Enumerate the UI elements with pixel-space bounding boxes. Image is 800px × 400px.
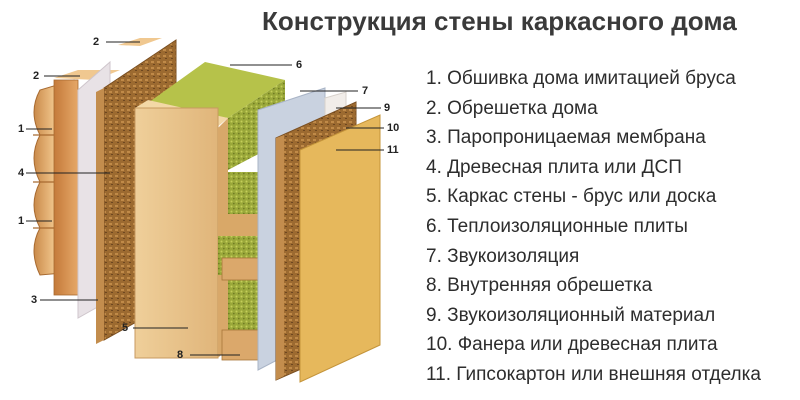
callout-6: 6 xyxy=(296,59,303,71)
callout-1-upper: 1 xyxy=(18,123,25,135)
legend-item: 9. Звукоизоляционный материал xyxy=(426,304,716,326)
callout-9: 9 xyxy=(384,102,391,114)
frame-beam-layer xyxy=(134,100,262,359)
callout-4: 4 xyxy=(18,167,25,179)
wall-layers-illustration xyxy=(26,38,384,383)
diagram-title: Конструкция стены каркасного дома xyxy=(262,6,737,36)
callout-2-top: 2 xyxy=(93,36,100,48)
callout-3: 3 xyxy=(31,294,38,306)
legend-item: 3. Паропроницаемая мембрана xyxy=(426,127,706,149)
callout-8: 8 xyxy=(177,349,184,361)
legend-item: 4. Древесная плита или ДСП xyxy=(426,156,682,178)
legend-item: 11. Гипсокартон или внешняя отделка xyxy=(426,363,761,385)
legend-item: 8. Внутренняя обрешетка xyxy=(426,275,653,297)
legend-item: 1. Обшивка дома имитацией бруса xyxy=(426,68,736,89)
callout-10: 10 xyxy=(387,122,400,134)
legend-item: 7. Звукоизоляция xyxy=(426,245,580,267)
legend-item: 6. Теплоизоляционные плиты xyxy=(426,215,688,237)
legend-item: 5. Каркас стены - брус или доска xyxy=(426,186,717,208)
callout-leader-lines xyxy=(26,41,384,356)
callout-11: 11 xyxy=(387,144,399,156)
callout-1-lower: 1 xyxy=(18,215,25,227)
callout-7: 7 xyxy=(362,85,369,97)
legend-item: 10. Фанера или древесная плита xyxy=(426,334,718,356)
callout-2: 2 xyxy=(33,70,40,82)
gypsum-board-layer xyxy=(299,114,381,383)
legend-item: 2. Обрешетка дома xyxy=(426,97,598,119)
callout-5: 5 xyxy=(122,322,129,334)
layer-legend: 1. Обшивка дома имитацией бруса 2. Обреш… xyxy=(426,64,761,390)
